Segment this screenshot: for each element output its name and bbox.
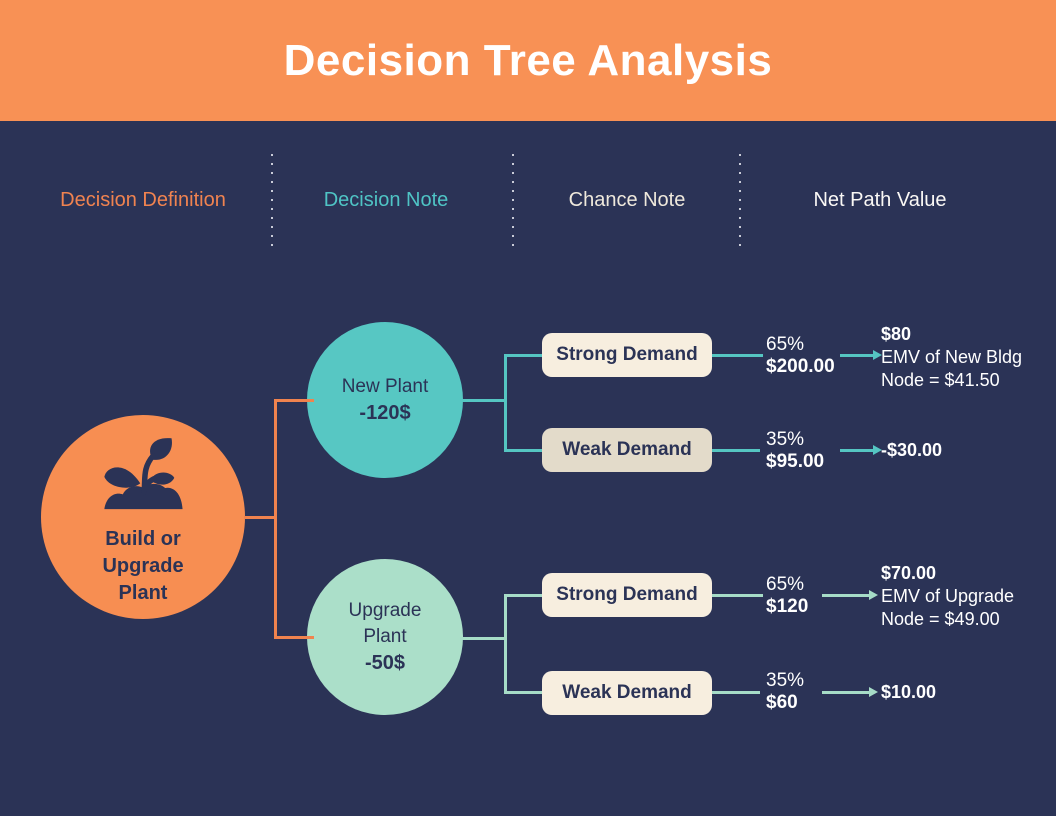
arrow-icon [840,445,882,455]
net-path-note: EMV of Upgrade [881,586,1015,606]
connector-upgrade-bracket [504,594,507,694]
probability: 65% [766,574,805,595]
decision-node-name: New Plant [341,376,429,397]
connector-weak-demand-2-out [710,691,760,694]
connector-to-weak-demand-1 [504,449,544,452]
payoff: $60 [766,692,798,713]
net-path-value: -$30.00 [881,440,943,460]
column-header-decision-note: Decision Note [323,189,449,211]
page-title: Decision Tree Analysis [283,35,773,85]
connector-root-bracket [274,399,277,639]
probability-payoff: 35% $95.00 [766,429,824,473]
probability: 35% [766,429,805,450]
root-node-build-or-upgrade: Build or Upgrade Plant [41,415,245,619]
connector-to-strong-demand-1 [504,354,544,357]
net-path-note: EMV of New Bldg [881,347,1023,367]
probability: 35% [766,670,805,691]
connector-to-upgrade-plant [274,636,314,639]
header-banner: Decision Tree Analysis [0,0,1056,121]
connector-to-new-plant [274,399,314,402]
decision-node-new-plant: New Plant -120$ [307,322,463,478]
column-header-decision-definition: Decision Definition [60,189,226,211]
connector-weak-demand-1-out [710,449,760,452]
connector-to-strong-demand-2 [504,594,544,597]
probability-payoff: 65% $200.00 [766,334,835,378]
net-path-value-block: $80 EMV of New Bldg Node = $41.50 [881,323,1022,392]
column-separator [739,154,741,246]
arrow-icon [822,590,878,600]
connector-new-plant-out [460,399,507,402]
arrow-icon [840,350,882,360]
chance-box-weak-demand-2: Weak Demand [542,671,712,715]
column-separator [271,154,273,246]
probability-payoff: 35% $60 [766,670,804,714]
payoff: $120 [766,596,809,617]
column-separator [512,154,514,246]
net-path-note: Node = $49.00 [881,609,1000,629]
net-path-value-block: -$30.00 [881,439,942,462]
connector-strong-demand-1-out [710,354,763,357]
decision-node-upgrade-plant: Upgrade Plant -50$ [307,559,463,715]
probability-payoff: 65% $120 [766,574,808,618]
net-path-value-block: $10.00 [881,681,936,704]
root-node-label: Build or Upgrade Plant [102,527,184,604]
decision-node-name: Upgrade Plant [348,600,422,647]
connector-root [244,516,277,519]
chance-box-strong-demand-1: Strong Demand [542,333,712,377]
net-path-note: Node = $41.50 [881,370,1000,390]
chance-box-strong-demand-2: Strong Demand [542,573,712,617]
net-path-value: $70.00 [881,563,937,583]
seedling-icon [95,434,191,518]
net-path-value: $80 [881,324,912,344]
net-path-value-block: $70.00 EMV of Upgrade Node = $49.00 [881,562,1014,631]
column-header-chance-note: Chance Note [568,189,686,211]
arrow-icon [822,687,878,697]
decision-node-cost: -50$ [364,652,406,674]
connector-upgrade-out [460,637,507,640]
decision-node-cost: -120$ [359,402,411,424]
chance-box-weak-demand-1: Weak Demand [542,428,712,472]
connector-strong-demand-2-out [710,594,763,597]
column-header-net-path-value: Net Path Value [813,189,947,211]
connector-to-weak-demand-2 [504,691,544,694]
payoff: $200.00 [766,356,835,377]
payoff: $95.00 [766,451,825,472]
net-path-value: $10.00 [881,682,937,702]
connector-new-plant-bracket [504,354,507,452]
probability: 65% [766,334,805,355]
